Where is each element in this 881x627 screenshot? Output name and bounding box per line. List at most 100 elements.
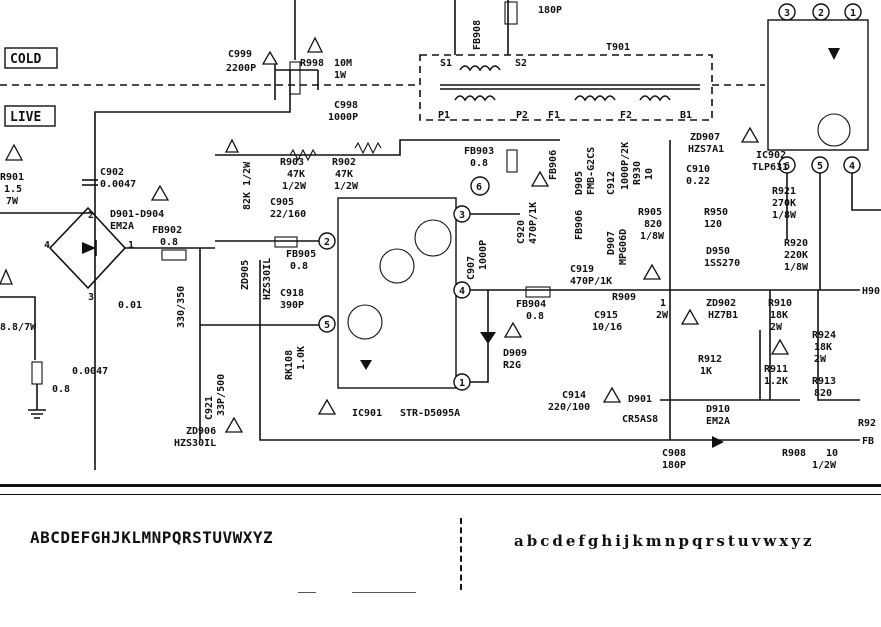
r901-value1: 1.5 — [4, 184, 22, 195]
zd905-value: HZS30IL — [262, 258, 273, 300]
ic902-pin-3-label: 3 — [784, 8, 790, 19]
r920-name: R920 — [784, 238, 808, 249]
p2-label: P2 — [516, 110, 528, 121]
bridge-diode-symbol — [82, 242, 96, 254]
r920-value1: 220K — [784, 250, 808, 261]
ic902-pin-4-label: 4 — [849, 161, 855, 172]
fb904-name: FB904 — [516, 299, 546, 310]
warning-icon — [317, 398, 337, 415]
r901-value2: 7W — [6, 196, 19, 207]
warning-icon — [224, 138, 240, 153]
c919-name: C919 — [570, 264, 594, 275]
fb904-value: 0.8 — [526, 311, 544, 322]
r950-value: 120 — [704, 219, 722, 230]
ic901-part: STR-D5095A — [400, 408, 460, 419]
r921-value2: 1/8W — [772, 210, 797, 221]
s1-label: S1 — [440, 58, 452, 69]
r950-name: R950 — [704, 207, 728, 218]
c914-name: C914 — [562, 390, 586, 401]
warning-icon — [261, 50, 279, 65]
r902-value1: 47K — [335, 169, 353, 180]
t901-label: T901 — [606, 42, 630, 53]
r903-name: R903 — [280, 157, 304, 168]
d901-name: D901-D904 — [110, 209, 164, 220]
secondary-wiring — [560, 140, 860, 441]
warning-icon — [306, 36, 324, 53]
c999-name: C999 — [228, 49, 252, 60]
ic901-pin-1-label: 1 — [459, 378, 465, 389]
ground-symbol — [28, 384, 46, 419]
r909-value1: 1 — [660, 298, 666, 309]
ic901-pin-2-label: 2 — [324, 237, 330, 248]
fb901-value: 0.8 — [52, 384, 70, 395]
r908-name: R908 — [782, 448, 806, 459]
d909-diode-icon — [480, 332, 496, 344]
fb905-value: 0.8 — [290, 261, 308, 272]
d909-value: R2G — [503, 360, 521, 371]
ic902-pin-3 — [778, 3, 796, 21]
d909-name: D909 — [503, 348, 527, 359]
zener-diode-symbol — [224, 416, 244, 433]
f1-label: F1 — [548, 110, 560, 121]
ic901-name: IC901 — [352, 408, 382, 419]
fb902-value: 0.8 — [160, 237, 178, 248]
live-zone-label: LIVE — [10, 110, 41, 125]
c915-value: 10/16 — [592, 322, 622, 333]
ic902-phototransistor — [817, 113, 851, 147]
d950-value: 1SS270 — [704, 258, 740, 269]
fb906-name: FB906 — [574, 210, 585, 240]
ic902-pin-1-label: 1 — [850, 8, 856, 19]
r902-value2: 1/2W — [334, 181, 359, 192]
zd905-name: ZD905 — [240, 260, 251, 290]
d907-name: D907 — [606, 231, 617, 255]
r921-value1: 270K — [772, 198, 796, 209]
r910-name: R910 — [768, 298, 792, 309]
c907-value: 1000P — [478, 240, 489, 270]
fb903-value: 0.8 — [470, 158, 488, 169]
r998-body — [289, 61, 301, 95]
r912-name: R912 — [698, 354, 722, 365]
r903-line — [215, 139, 560, 156]
c910-value: 0.22 — [686, 176, 710, 187]
zd902-value: HZ7B1 — [708, 310, 738, 321]
r909-value2: 2W — [656, 310, 669, 321]
rk108-name: RK108 — [284, 350, 295, 380]
r920-value2: 1/8W — [784, 262, 809, 273]
d901b-name: D901 — [628, 394, 652, 405]
test-point-6 — [470, 176, 490, 196]
r911-name: R911 — [764, 364, 788, 375]
c912-name: C912 — [606, 171, 617, 195]
c920-value: 470P/1K — [528, 202, 539, 244]
c908-value: 180P — [662, 460, 686, 471]
ic901-transistor — [414, 219, 452, 257]
rk108-value: 1.0K — [296, 346, 307, 370]
c180p-label: 180P — [538, 5, 562, 16]
input-wires — [0, 212, 92, 360]
live-zone-box — [4, 105, 56, 127]
c921-value: 33P/500 — [216, 374, 227, 416]
ic901-pin-5-label: 5 — [324, 320, 330, 331]
d950-name: D950 — [706, 246, 730, 257]
r998-name: R998 — [300, 58, 324, 69]
transformer-outline — [419, 54, 713, 121]
ic901-pin-5 — [318, 315, 336, 333]
c904-value: 0.01 — [118, 300, 142, 311]
c915-name: C915 — [594, 310, 618, 321]
r910-value1: 18K — [770, 310, 788, 321]
r908-value1: 10 — [826, 448, 838, 459]
r905-name: R905 — [638, 207, 662, 218]
d901b-value: CR5AS8 — [622, 414, 658, 425]
r910-value2: 2W — [770, 322, 783, 333]
ic902-pin-1 — [844, 3, 862, 21]
divider-rule-thick — [0, 484, 881, 487]
d905-value: FMB-G2CS — [586, 147, 597, 195]
zd902-name: ZD902 — [706, 298, 736, 309]
d910-diode-icon — [712, 436, 724, 448]
bridge-pin-2: 2 — [88, 210, 94, 221]
r998-value2: 1W — [334, 70, 347, 81]
zd907-name: ZD907 — [690, 132, 720, 143]
ic901-body — [337, 197, 457, 389]
fb908-body — [504, 1, 518, 25]
c906-value: 330/350 — [176, 286, 187, 328]
r930-value: 10 — [644, 168, 655, 180]
